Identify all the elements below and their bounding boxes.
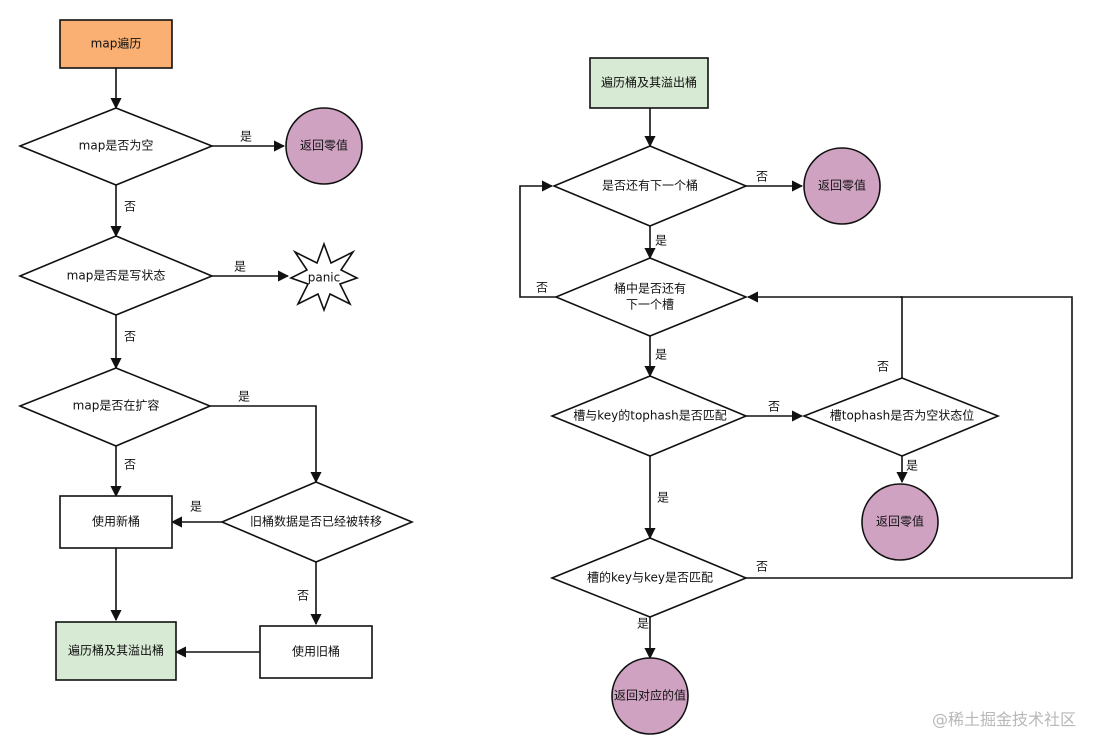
label-growing-yes: 是	[238, 390, 250, 404]
right-start-box	[589, 57, 709, 109]
right-return-zero-text-2: 返回零值	[876, 514, 924, 529]
left-start-box	[59, 19, 173, 69]
right-nextbucket-text: 是否还有下一个桶	[602, 178, 698, 193]
use-old-bucket-text: 使用旧桶	[292, 644, 340, 659]
use-new-bucket-box	[59, 495, 173, 549]
right-nodes	[549, 57, 1001, 735]
label-key-no: 否	[756, 560, 768, 574]
right-tophash-diamond	[549, 375, 749, 457]
edge-nextslot-no-loop	[519, 180, 556, 298]
left-return-zero-text: 返回零值	[300, 138, 348, 153]
left-iterate-box	[55, 621, 177, 681]
right-return-value-circle	[611, 657, 689, 735]
label-tophash-yes: 是	[657, 491, 669, 505]
label-writing-yes: 是	[234, 260, 246, 274]
use-new-bucket-text: 使用新桶	[92, 514, 140, 529]
left-return-zero-circle	[285, 107, 363, 185]
right-return-zero-text-1: 返回零值	[818, 178, 866, 193]
left-empty-diamond	[17, 107, 215, 186]
right-nextslot-text-line2: 下一个槽	[626, 298, 674, 312]
right-return-value-text: 返回对应的值	[614, 688, 686, 703]
label-nextslot-yes: 是	[655, 348, 667, 362]
left-iterate-text: 遍历桶及其溢出桶	[68, 643, 164, 658]
right-texts: 遍历桶及其溢出桶 是否还有下一个桶 返回零值 桶中是否还有 下一个槽 槽与key…	[536, 75, 974, 703]
label-emptystate-yes: 是	[906, 459, 918, 473]
label-empty-yes: 是	[240, 130, 252, 144]
right-tophash-text: 槽与key的tophash是否匹配	[573, 408, 727, 423]
watermark-text: @稀土掘金技术社区	[932, 710, 1076, 729]
edge-key-no-loop	[746, 296, 1073, 579]
left-writing-diamond	[17, 235, 215, 316]
label-empty-no: 否	[124, 200, 136, 214]
left-flow	[110, 68, 322, 658]
right-key-diamond	[549, 537, 749, 618]
left-growing-diamond	[17, 367, 213, 447]
right-return-zero-circle-2	[861, 483, 939, 561]
right-start-text: 遍历桶及其溢出桶	[601, 75, 697, 90]
left-migrated-diamond	[219, 481, 415, 563]
right-key-text: 槽的key与key是否匹配	[587, 570, 713, 585]
left-nodes	[17, 19, 415, 681]
label-migrated-yes: 是	[190, 500, 202, 514]
edge-growing-yes	[210, 405, 322, 484]
left-writing-text: map是否是写状态	[67, 269, 166, 283]
label-migrated-no: 否	[297, 589, 309, 603]
right-nextslot-diamond	[553, 257, 749, 337]
left-growing-text: map是否在扩容	[73, 398, 160, 413]
right-emptystate-text: 槽tophash是否为空状态位	[830, 408, 974, 423]
right-nextslot-text-line1: 桶中是否还有	[614, 281, 686, 296]
right-emptystate-diamond	[801, 377, 1001, 457]
use-old-bucket-box	[259, 625, 373, 679]
label-growing-no: 否	[124, 458, 136, 472]
right-return-zero-circle-1	[803, 147, 881, 225]
left-texts: map遍历 map是否为空 返回零值 map是否是写状态 panic map是否…	[67, 37, 382, 659]
left-migrated-text: 旧桶数据是否已经被转移	[250, 514, 382, 529]
label-writing-no: 否	[124, 330, 136, 344]
left-empty-text: map是否为空	[79, 139, 154, 153]
label-nextbucket-no: 否	[756, 170, 768, 184]
label-nextslot-no: 否	[536, 281, 548, 295]
panic-text: panic	[308, 271, 341, 285]
left-start-text: map遍历	[91, 37, 142, 51]
label-nextbucket-yes: 是	[655, 234, 667, 248]
label-emptystate-no: 否	[877, 360, 889, 374]
right-nextbucket-diamond	[551, 145, 749, 227]
label-key-yes: 是	[637, 617, 649, 631]
panic-star-shape	[288, 241, 360, 313]
right-flow	[519, 108, 1073, 660]
label-tophash-no: 否	[768, 400, 780, 414]
